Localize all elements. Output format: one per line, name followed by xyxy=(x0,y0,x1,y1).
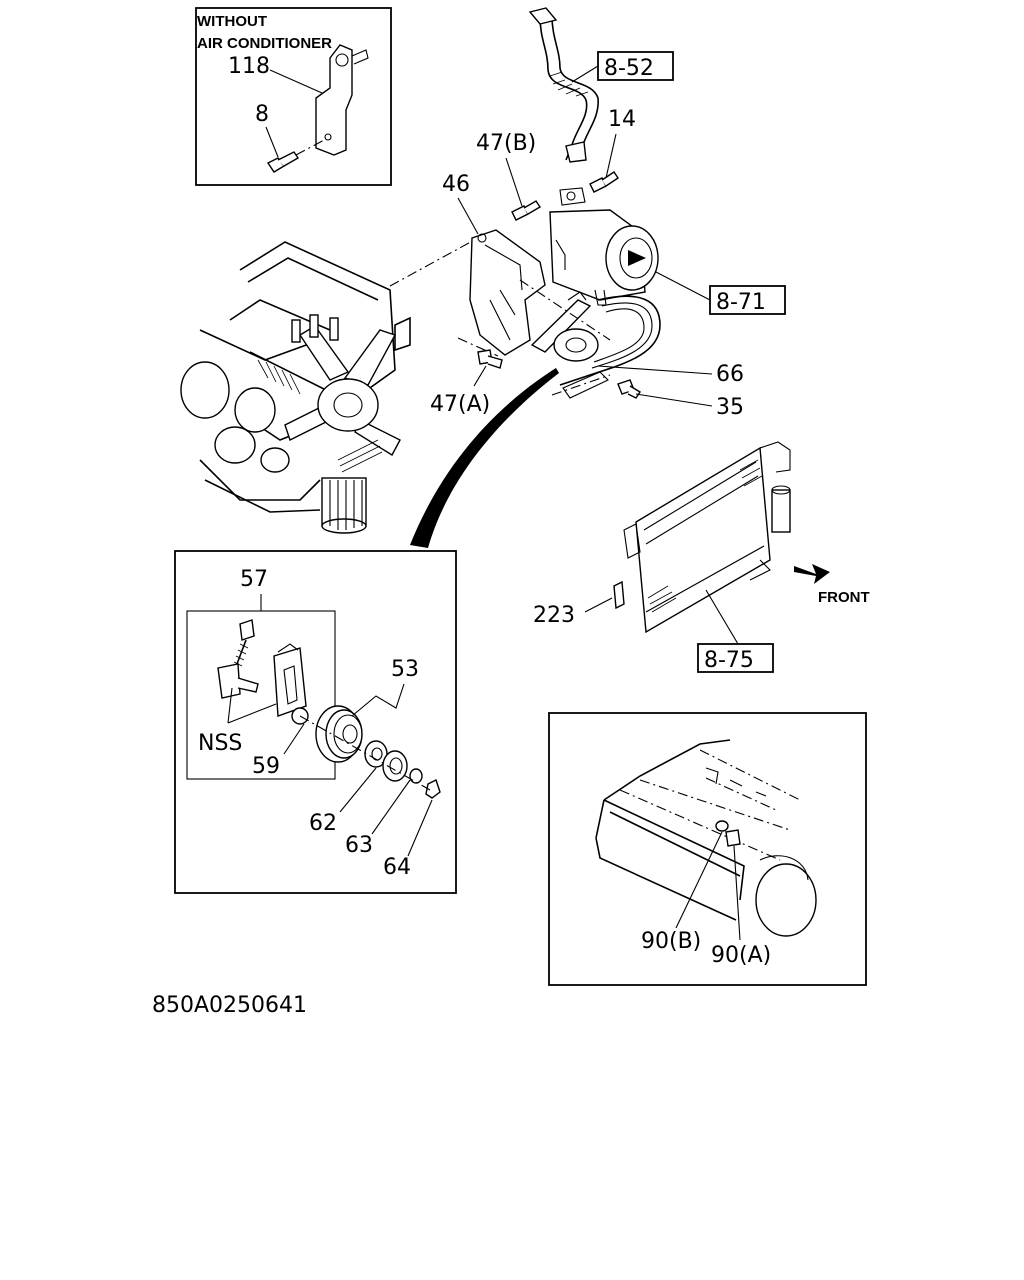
inset-without-ac: WITHOUT AIR CONDITIONER 118 8 xyxy=(195,7,392,186)
compressor-bracket-46[interactable] xyxy=(469,229,546,356)
drive-belt-66[interactable] xyxy=(559,295,661,386)
washer-63[interactable] xyxy=(382,750,408,782)
adjusting-bolt[interactable] xyxy=(217,619,259,699)
engine-block xyxy=(180,237,479,534)
inset-caption-line2: AIR CONDITIONER xyxy=(197,35,332,52)
idler-pulley-53[interactable] xyxy=(315,705,363,763)
idler-detail: 57 NSS 59 53 xyxy=(174,550,457,894)
ac-hose xyxy=(528,7,599,163)
bolt-47a[interactable] xyxy=(477,349,503,369)
drawing-number: 850A0250641 xyxy=(152,993,307,1018)
plate-bracket-118[interactable] xyxy=(315,44,353,156)
engine-fan xyxy=(284,314,401,456)
ref-8-75[interactable]: 8-75 xyxy=(704,648,754,673)
ref-8-71[interactable]: 8-71 xyxy=(716,290,766,315)
label-46: 46 xyxy=(442,172,470,197)
label-63: 63 xyxy=(345,833,373,858)
bolt-14[interactable] xyxy=(589,171,619,193)
label-47b: 47(B) xyxy=(476,131,536,156)
bolt-8[interactable] xyxy=(266,151,299,173)
ref-8-52[interactable]: 8-52 xyxy=(604,56,654,81)
idler-bracket-plate[interactable] xyxy=(273,643,309,725)
nut-64[interactable] xyxy=(409,768,441,799)
label-66: 66 xyxy=(716,362,744,387)
label-90b: 90(B) xyxy=(641,929,701,954)
bracket-detail-frame xyxy=(548,712,867,986)
label-53: 53 xyxy=(391,657,419,682)
bolt-90b[interactable] xyxy=(715,820,729,832)
front-arrow-icon xyxy=(794,564,830,584)
label-64: 64 xyxy=(383,855,411,880)
bracket-223[interactable] xyxy=(613,580,625,610)
idler-detail-frame xyxy=(174,550,457,894)
ac-compressor[interactable] xyxy=(549,187,659,306)
oil-filter xyxy=(321,477,367,534)
ref-box-8-75[interactable] xyxy=(697,643,774,673)
bolt-90a[interactable] xyxy=(725,829,741,847)
label-14: 14 xyxy=(608,107,636,132)
bolt-35[interactable] xyxy=(617,379,641,399)
condenser[interactable] xyxy=(623,441,791,634)
bolt-47b[interactable] xyxy=(511,200,541,221)
label-118: 118 xyxy=(228,54,270,79)
label-47a: 47(A) xyxy=(430,392,490,417)
label-nss: NSS xyxy=(198,731,242,756)
bracket-detail: 90(B) 90(A) xyxy=(548,712,867,986)
label-35: 35 xyxy=(716,395,744,420)
label-223: 223 xyxy=(533,603,575,628)
label-8: 8 xyxy=(255,102,269,127)
belt-tensioner[interactable] xyxy=(530,291,599,362)
inset-frame xyxy=(195,7,392,186)
front-label: FRONT xyxy=(818,589,870,606)
label-90a: 90(A) xyxy=(711,943,771,968)
label-59: 59 xyxy=(252,754,280,779)
detail-callout-arrow xyxy=(410,368,559,548)
inset-caption-line1: WITHOUT xyxy=(197,13,267,30)
compressor-assembly xyxy=(457,7,661,399)
label-62: 62 xyxy=(309,811,337,836)
label-57: 57 xyxy=(240,567,268,592)
